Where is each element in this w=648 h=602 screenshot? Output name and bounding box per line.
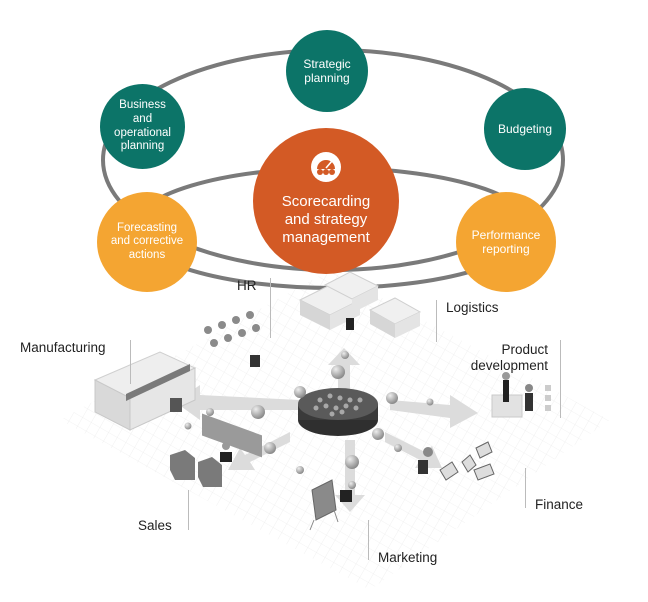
product-development-team [491,372,551,418]
dept-label-product-development: Product development [470,342,548,373]
dept-label-sales: Sales [138,518,172,533]
dept-label-marketing: Marketing [378,550,438,565]
logistics-trucks [298,271,422,338]
manufacturing-leader-line [130,340,131,384]
node-label: Forecasting and corrective actions [110,221,184,261]
finance-leader-line [525,468,526,508]
product-development-leader-line [560,340,561,418]
node-forecasting[interactable]: Forecasting and corrective actions [97,192,197,292]
logistics-leader-line [436,300,437,342]
manufacturing-building [93,351,197,431]
sales-display [170,442,232,487]
center-label: Scorecarding and strategy management [281,193,371,246]
node-budgeting[interactable]: Budgeting [484,88,566,170]
hr-people [202,311,262,458]
dept-label-logistics: Logistics [446,300,499,315]
node-business-operational-planning[interactable]: Business and operational planning [100,84,185,169]
gauge-icon [311,152,341,183]
data-spheres [184,351,434,489]
node-label: Budgeting [497,121,553,136]
marketing-leader-line [368,520,369,560]
dept-label-manufacturing: Manufacturing [20,340,106,355]
sales-leader-line [188,490,189,530]
finance-icons [418,441,495,481]
node-label: Performance reporting [471,227,541,256]
node-label: Strategic planning [303,56,351,85]
dept-label-finance: Finance [535,497,584,512]
data-hub [298,388,378,436]
node-label: Business and operational planning [114,99,171,153]
node-performance-reporting[interactable]: Performance reporting [456,192,556,292]
marketing-easel [309,479,352,531]
dept-label-hr: HR [237,278,257,293]
node-strategic-planning[interactable]: Strategic planning [286,30,368,112]
node-scorecarding-strategy[interactable]: Scorecarding and strategy management [253,128,399,274]
hr-leader-line [270,278,271,338]
